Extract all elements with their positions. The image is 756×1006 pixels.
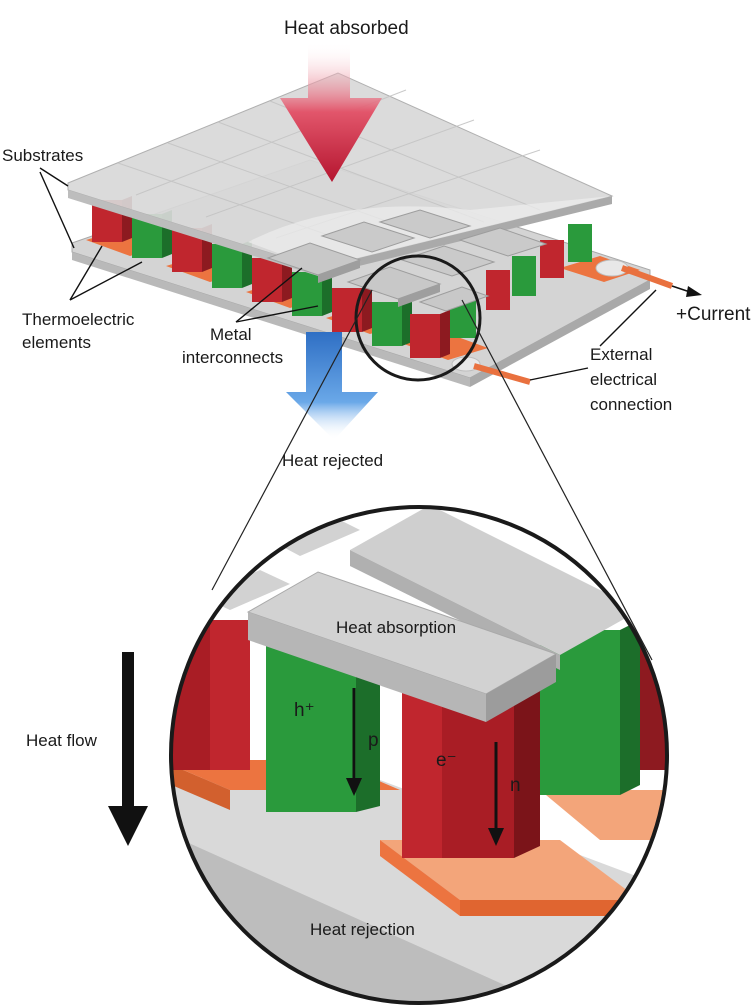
heat-absorbed-arrow [280, 42, 382, 182]
zoom-circle-border [169, 505, 669, 1005]
heat-flow-arrow [108, 652, 148, 846]
label-p-type: p [368, 730, 379, 751]
zoom-detail [171, 507, 667, 1003]
label-external-1: External [590, 345, 652, 364]
heat-rejected-arrow [286, 332, 378, 440]
thermoelectric-module [67, 72, 702, 387]
zoom-connector-left [211, 289, 373, 591]
label-n-type: n [510, 775, 521, 796]
label-thermoelectric-2: elements [22, 333, 91, 352]
leader-lines [39, 167, 657, 381]
label-external-2: electrical [590, 370, 657, 389]
label-heat-rejection: Heat rejection [310, 920, 415, 939]
external-wires [451, 259, 702, 385]
label-electron: e⁻ [436, 750, 457, 771]
label-hole: h⁺ [294, 700, 315, 721]
label-current: +Current [676, 304, 751, 325]
zoom-connector-right [461, 299, 653, 661]
current-arrowhead [686, 286, 702, 297]
label-substrates: Substrates [2, 146, 83, 165]
label-metal-1: Metal [210, 325, 252, 344]
label-heat-absorption: Heat absorption [336, 618, 456, 637]
label-heat-flow: Heat flow [26, 731, 98, 750]
label-metal-2: interconnects [182, 348, 283, 367]
label-heat-rejected: Heat rejected [282, 451, 383, 470]
label-heat-absorbed: Heat absorbed [284, 18, 409, 39]
label-thermoelectric-1: Thermoelectric [22, 310, 135, 329]
label-external-3: connection [590, 395, 672, 414]
magnifier-circle [354, 254, 482, 382]
